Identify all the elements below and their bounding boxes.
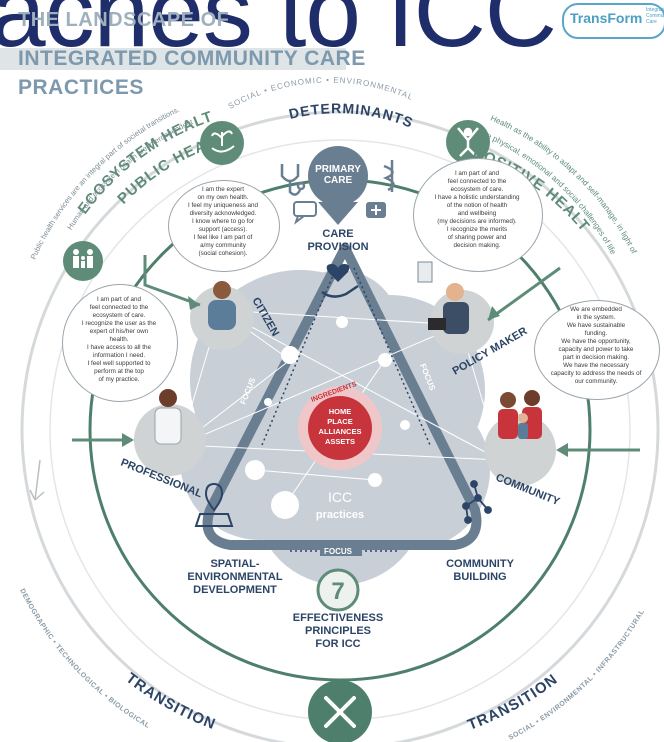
ingredient-place: PLACE: [327, 417, 352, 426]
community-figure: [498, 390, 542, 439]
chat-icon: [293, 201, 317, 225]
ingredient-home: HOME: [329, 407, 352, 416]
community-bubble-text: We are embedded in the system. We have s…: [550, 306, 642, 385]
person-joy-glyph: [457, 127, 479, 157]
policy-maker-bubble: [413, 158, 543, 272]
community-building-label: COMMUNITY BUILDING: [440, 558, 520, 584]
caduceus-icon: [382, 160, 395, 192]
ingredient-assets: ASSETS: [325, 437, 355, 446]
focus-bottom-text: FOCUS: [324, 547, 353, 556]
family-glyph: [73, 249, 93, 268]
primary-care-label: PRIMARY CARE: [310, 164, 366, 186]
professional-bubble: [62, 284, 178, 402]
primary-care-text: PRIMARY CARE: [315, 164, 361, 186]
title-line-3: PRACTICES: [18, 76, 144, 99]
spatial-line-2: DEVELOPMENT: [193, 584, 277, 596]
icc-label: ICC: [328, 489, 352, 505]
effectiveness-line-3: FOR ICC: [315, 638, 361, 650]
effectiveness-line-1: EFFECTIVENESS: [292, 612, 384, 624]
title-line-1: THE LANDSCAPE OF: [0, 0, 346, 31]
network-icon: [462, 480, 492, 524]
primary-care-pointer: [318, 202, 358, 225]
professional-bubble-text: I am part of and feel connected to the e…: [81, 296, 157, 383]
determinants-label: DETERMINANTS: [287, 100, 416, 131]
heart-hand-icon: [321, 264, 359, 298]
effectiveness-circle: [316, 568, 360, 612]
tools-glyph: [324, 696, 356, 728]
citizen-figure: [208, 281, 236, 330]
community-building-line-2: BUILDING: [453, 571, 507, 583]
primary-care-circle: [308, 146, 368, 206]
connector-arrows: [72, 255, 640, 452]
location-icon: [194, 482, 234, 527]
care-provision-label: CARE PROVISION: [298, 228, 378, 254]
ingredient-alliances: ALLIANCES: [319, 427, 362, 436]
effectiveness-number: 7: [331, 578, 344, 605]
transform-logo: TransForm Integrated Community Care: [562, 3, 664, 39]
ingredients-core: [308, 396, 372, 460]
network-nodes: [245, 316, 410, 519]
community-building-line-1: COMMUNITY: [446, 558, 514, 570]
policy-maker-bubble-text: I am part of and feel connected to the e…: [434, 170, 520, 249]
professional-figure: [154, 389, 182, 445]
connector-heads: [122, 296, 568, 457]
effectiveness-principles-label: EFFECTIVENESS PRINCIPLES FOR ICC: [288, 612, 388, 651]
citizen-bubble-text: I am the expert on my own health. I feel…: [187, 186, 258, 257]
triangle-frame: [202, 243, 482, 550]
citizen-bubble: [168, 180, 280, 272]
focus-bottom-bg: [320, 546, 362, 556]
spatial-development-label: SPATIAL- ENVIRONMENTAL DEVELOPMENT: [170, 558, 300, 597]
stethoscope-icon: [280, 164, 306, 196]
community-bubble: [534, 300, 660, 400]
title-line-2: INTEGRATED COMMUNITY CARE: [18, 47, 366, 70]
logo-subtitle: Integrated Community Care: [646, 7, 664, 25]
medical-kit-icon: [366, 202, 386, 218]
transitions-left-small: DEMOGRAPHIC • TECHNOLOGICAL • BIOLOGICAL: [18, 588, 151, 730]
spatial-line-1: SPATIAL- ENVIRONMENTAL: [187, 558, 283, 583]
plant-hand-glyph: [211, 130, 235, 153]
icc-practices-label: practices: [316, 509, 364, 521]
effectiveness-line-2: PRINCIPLES: [304, 625, 371, 637]
policy-maker-figure: [417, 261, 469, 334]
focus-line-right: [353, 267, 431, 446]
title-line-1-text: THE LANDSCAPE OF: [18, 9, 230, 31]
care-provision-line-2: PROVISION: [307, 241, 369, 253]
circle-arrow-left: [29, 459, 45, 501]
title-line-2-bg: INTEGRATED COMMUNITY CARE: [0, 47, 365, 70]
focus-line-left: [261, 267, 337, 446]
outer-ring: [20, 110, 660, 742]
logo-name: TransForm: [570, 10, 643, 26]
care-provision-line-1: CARE: [322, 228, 354, 240]
transitions-right-small: SOCIAL • ENVIRONMENTAL • INFRASTRUCTURAL: [508, 608, 647, 742]
